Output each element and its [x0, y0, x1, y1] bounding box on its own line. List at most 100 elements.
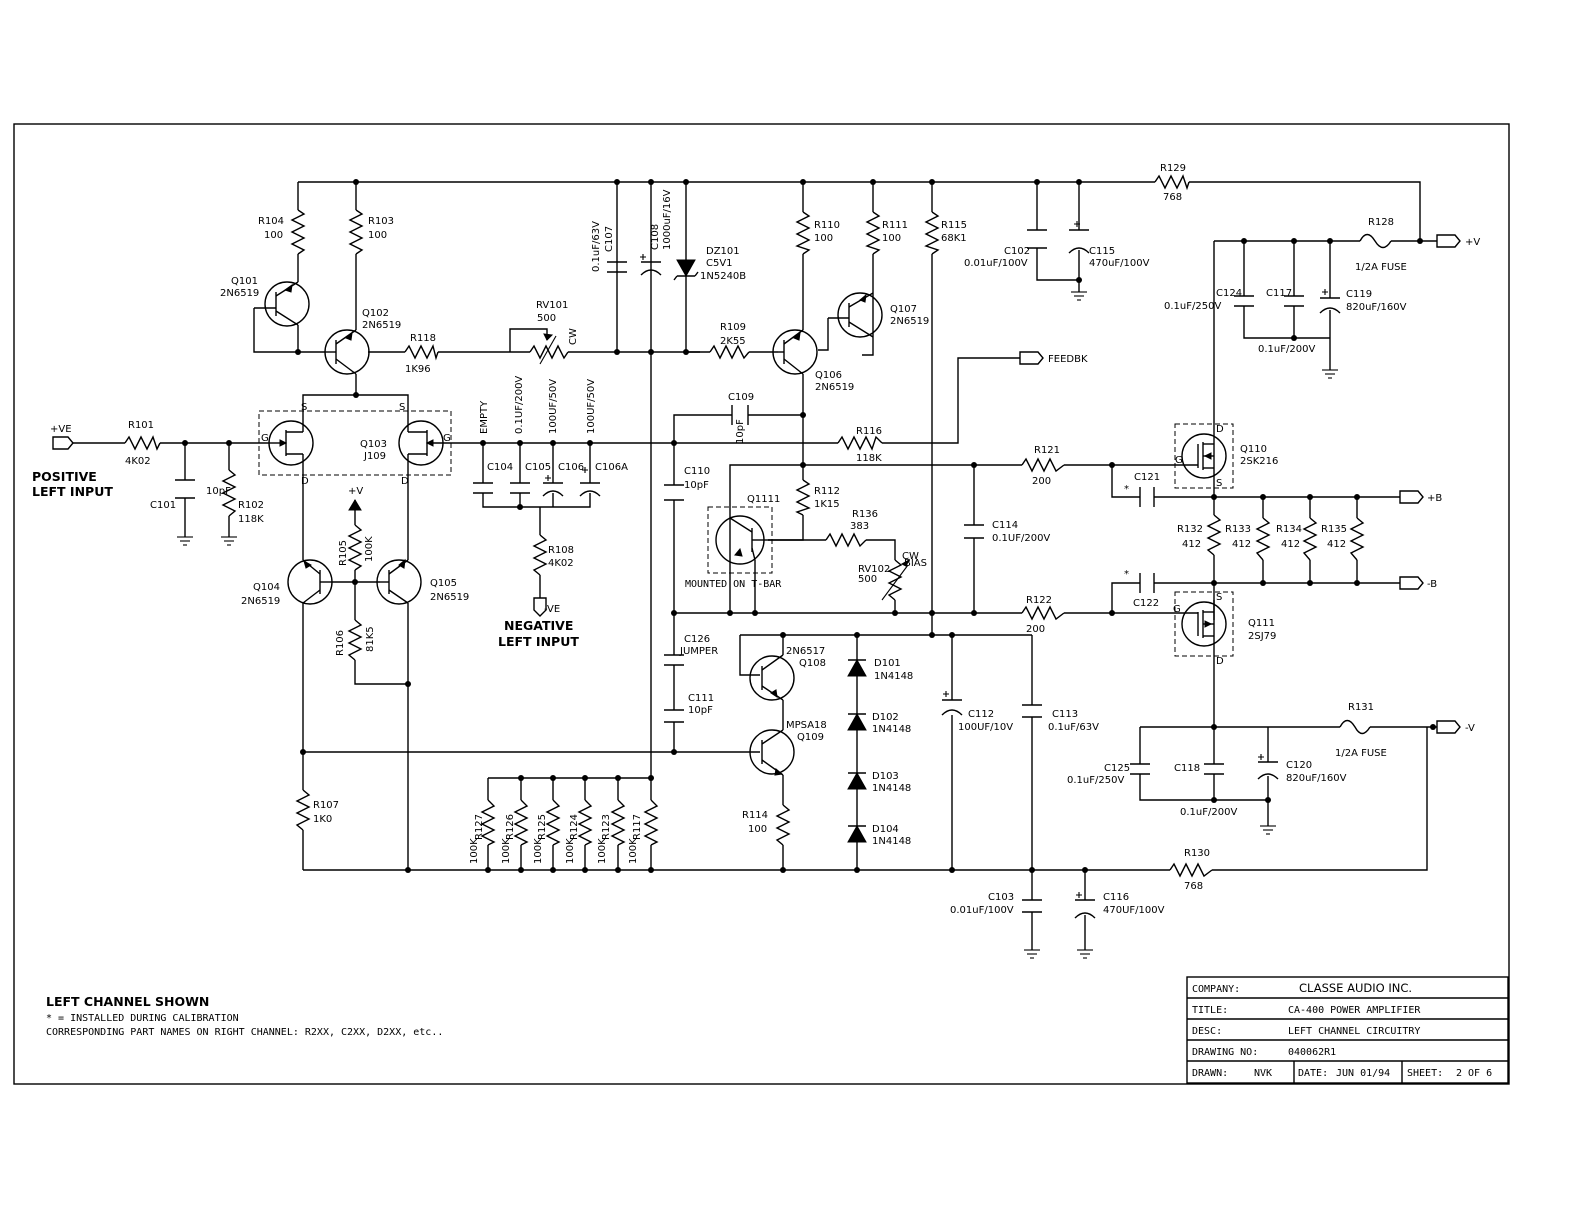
bank-r124-ref: R124	[569, 814, 580, 840]
r121-ref: R121	[1034, 445, 1060, 456]
q1111-ref: Q1111	[747, 494, 780, 505]
vplus-label: +V	[348, 486, 363, 497]
d103-ref: D103	[872, 771, 899, 782]
r133-ref: R133	[1225, 524, 1251, 535]
bank-r127-ref: R127	[474, 814, 485, 840]
d102-val: 1N4148	[872, 724, 911, 735]
r102-ref: R102	[238, 500, 264, 511]
bank-r124-val: 100K	[565, 838, 576, 864]
c106-ref: C106	[558, 462, 584, 473]
q102-val: 2N6519	[362, 320, 401, 331]
d102-ref: D102	[872, 712, 899, 723]
c110-ref: C110	[684, 466, 710, 477]
r104-val: 100	[264, 230, 283, 241]
pin-d2: D	[401, 476, 409, 487]
c117-ref: C117	[1266, 288, 1292, 299]
diode-symbols	[673, 259, 867, 843]
c104-ref: C104	[487, 462, 513, 473]
c107-val: 0.1uF/63V	[591, 221, 602, 272]
q106-ref: Q106	[815, 370, 842, 381]
d103-val: 1N4148	[872, 783, 911, 794]
r103-ref: R103	[368, 216, 394, 227]
r122-val: 200	[1026, 624, 1045, 635]
c115-ref: C115	[1089, 246, 1115, 257]
tb-title: CA-400 POWER AMPLIFIER	[1288, 1005, 1421, 1016]
r105-ref: R105	[338, 540, 349, 566]
title-block-frame	[1186, 976, 1509, 1084]
rv101-val: 500	[537, 313, 556, 324]
capacitor-symbols	[175, 221, 1341, 919]
junctions	[182, 179, 1436, 873]
resistor-symbols	[124, 174, 1365, 878]
tb-date: JUN 01/94	[1336, 1068, 1390, 1079]
c118-ref: C118	[1174, 763, 1200, 774]
pin-d3: D	[1216, 424, 1224, 435]
r111-val: 100	[882, 233, 901, 244]
tb-company-label: COMPANY:	[1192, 984, 1240, 995]
q111-ref: Q111	[1248, 618, 1275, 629]
r132-ref: R132	[1177, 524, 1203, 535]
c119-ref: C119	[1346, 289, 1372, 300]
c106a-val: 100UF/50V	[586, 379, 597, 434]
c126-val: JUMPER	[679, 646, 718, 657]
r129-val: 768	[1163, 192, 1182, 203]
r131-val: 1/2A FUSE	[1335, 748, 1387, 759]
bank-r123-ref: R123	[601, 814, 612, 840]
c117-val: 0.1uF/200V	[1258, 344, 1315, 355]
r116-ref: R116	[856, 426, 882, 437]
r135-val: 412	[1327, 539, 1346, 550]
c122-star: *	[1124, 569, 1129, 580]
c103-val: 0.01uF/100V	[950, 905, 1014, 916]
port-pos-in: +VE	[50, 424, 72, 435]
r112-val: 1K15	[814, 499, 840, 510]
r128-val: 1/2A FUSE	[1355, 262, 1407, 273]
pin-s3: S	[1216, 478, 1222, 489]
r122-ref: R122	[1026, 595, 1052, 606]
pin-g4: G	[1173, 604, 1181, 615]
c112-ref: C112	[968, 709, 994, 720]
rv101-cw: CW	[568, 328, 579, 345]
tb-date-label: DATE:	[1298, 1068, 1328, 1079]
notes-heading: LEFT CHANNEL SHOWN	[46, 994, 209, 1009]
q102-ref: Q102	[362, 308, 389, 319]
d101-val: 1N4148	[874, 671, 913, 682]
c114-val: 0.1UF/200V	[992, 533, 1050, 544]
q103-ref: Q103	[360, 439, 387, 450]
c103-ref: C103	[988, 892, 1014, 903]
tb-drawing-no-label: DRAWING NO:	[1192, 1047, 1258, 1058]
q108-ref: Q108	[799, 658, 826, 669]
r110-val: 100	[814, 233, 833, 244]
c116-ref: C116	[1103, 892, 1129, 903]
drawing-border	[13, 123, 1510, 1085]
c125-val: 0.1uF/250V	[1067, 775, 1124, 786]
c116-val: 470UF/100V	[1103, 905, 1165, 916]
dz101-ref: DZ101	[706, 246, 740, 257]
r134-val: 412	[1281, 539, 1300, 550]
port-symbols	[52, 234, 1461, 734]
port-neg-in-label1: NEGATIVE	[504, 618, 573, 633]
c120-ref: C120	[1286, 760, 1312, 771]
r121-val: 200	[1032, 476, 1051, 487]
r128-ref: R128	[1368, 217, 1394, 228]
wires	[73, 181, 1437, 950]
r107-ref: R107	[313, 800, 339, 811]
q110-ref: Q110	[1240, 444, 1267, 455]
r107-val: 1K0	[313, 814, 332, 825]
pin-g1: G	[261, 433, 269, 444]
r118-val: 1K96	[405, 364, 431, 375]
fet-symbols	[258, 410, 1234, 657]
r105-val: 100K	[364, 536, 375, 562]
rv102-cw: CW	[902, 551, 919, 562]
c102-val: 0.01uF/100V	[964, 258, 1028, 269]
bank-r125-ref: R125	[537, 814, 548, 840]
c122-ref: C122	[1133, 598, 1159, 609]
dz101-val: C5V1	[706, 258, 733, 269]
c108-ref: C108	[650, 224, 661, 250]
r129-ref: R129	[1160, 163, 1186, 174]
c115-val: 470uF/100V	[1089, 258, 1150, 269]
notes-line1: * = INSTALLED DURING CALIBRATION	[46, 1013, 239, 1024]
pin-g2: G	[443, 433, 451, 444]
r115-val: 68K1	[941, 233, 967, 244]
tb-company: CLASSE AUDIO INC.	[1299, 981, 1412, 995]
